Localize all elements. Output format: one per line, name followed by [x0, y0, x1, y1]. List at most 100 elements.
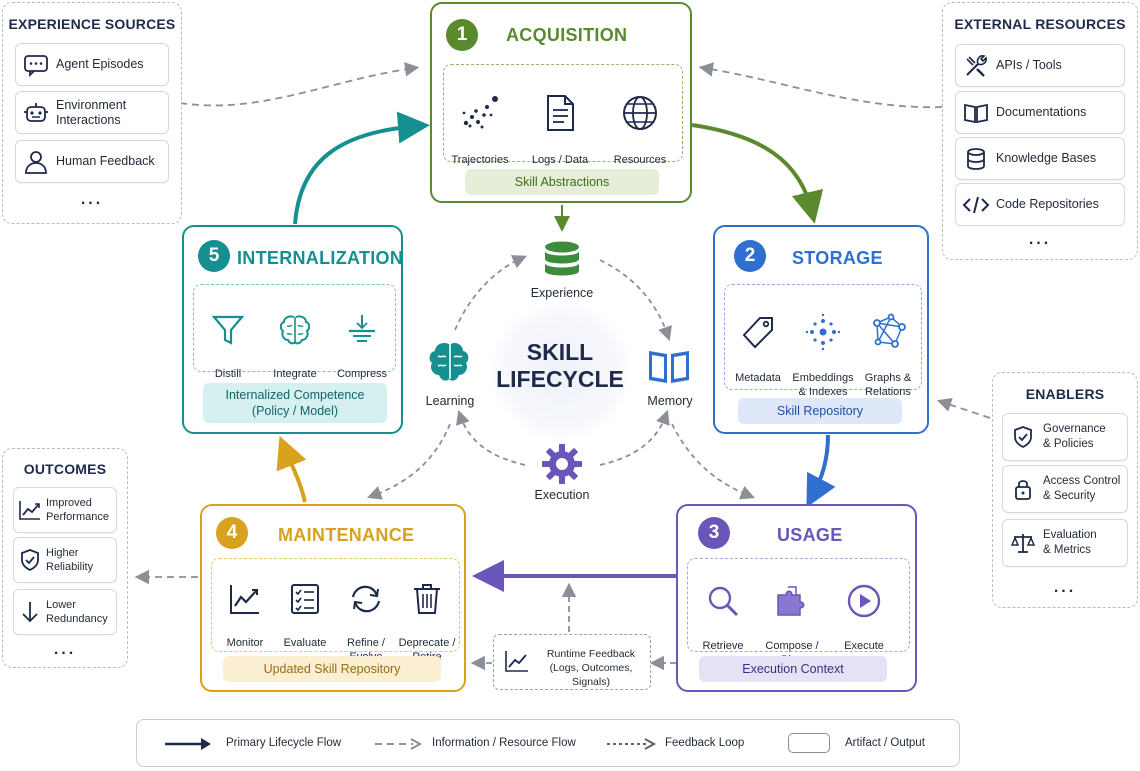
outcomes-panel: OUTCOMES Improved Performance Higher Rel…: [2, 448, 128, 668]
experience-node-icon: [540, 240, 584, 287]
stage-title: ACQUISITION: [506, 25, 628, 45]
center-glow: [490, 300, 632, 442]
runtime-feedback-box: Runtime Feedback (Logs, Outcomes, Signal…: [493, 634, 651, 690]
tool-deprecate-retire: Deprecate / Retire: [394, 568, 460, 664]
refresh-icon: [335, 582, 397, 616]
tool-graphs: Graphs & Relations: [857, 299, 919, 399]
more-dots: ...: [1028, 231, 1052, 248]
shield-check-icon: [14, 548, 46, 572]
stage-title: USAGE: [777, 525, 843, 545]
internalization-to-acquisition-arrow: [293, 111, 430, 225]
resource-item-documentations: Documentations: [955, 91, 1125, 134]
center-title-line1: SKILL: [526, 339, 594, 365]
tool-metadata: Metadata: [727, 299, 789, 385]
enabler-item-label: Governance & Policies: [1043, 423, 1106, 450]
scale-icon: [1003, 531, 1043, 555]
memory-label: Memory: [647, 394, 693, 408]
robot-icon: [16, 101, 56, 125]
stage-title: MAINTENANCE: [278, 525, 415, 545]
experience-sources-panel: EXPERIENCE SOURCES Agent Episodes Enviro…: [2, 2, 182, 224]
source-item-label: Environment Interactions: [56, 97, 127, 127]
tool-label: Retrieve: [702, 640, 744, 652]
more-dots: ...: [80, 191, 104, 208]
outcome-item-label: Higher Reliability: [46, 547, 94, 573]
legend-artifact-swatch: [788, 733, 830, 753]
code-icon: [956, 194, 996, 216]
enabler-item-label: Evaluation & Metrics: [1043, 529, 1097, 556]
line-chart-icon: [214, 582, 276, 616]
external-resources-panel: EXTERNAL RESOURCES APIs / Tools Document…: [942, 2, 1138, 260]
tool-resources: Resources: [608, 79, 672, 167]
globe-icon: [608, 93, 672, 133]
external-resources-title: EXTERNAL RESOURCES: [954, 16, 1126, 32]
maintenance-stage: 4 MAINTENANCE Monitor Evaluate Refine / …: [200, 504, 466, 692]
tool-label: Monitor: [226, 637, 264, 649]
book-icon: [956, 101, 996, 125]
tool-compose-plan: Compose / Plan: [760, 569, 824, 667]
learning-to-experience-arrow: [454, 255, 527, 331]
graph-network-icon: [857, 313, 919, 351]
enabler-item-access-control: Access Control & Security: [1002, 465, 1128, 513]
usage-stage: 3 USAGE Retrieve Compose / Plan Execute …: [676, 504, 917, 692]
execution-node-icon: [540, 442, 584, 491]
legend-information-label: Information / Resource Flow: [432, 737, 576, 749]
stage-number-badge: 2: [734, 240, 766, 272]
database-icon: [956, 147, 996, 171]
embedding-dots-icon: [789, 313, 857, 351]
internalization-stage: 5 INTERNALIZATION Distill Integrate Comp…: [182, 225, 403, 434]
source-item-label: Agent Episodes: [56, 57, 144, 71]
tool-label: Distill: [214, 368, 242, 380]
stage-number-badge: 3: [698, 517, 730, 549]
legend-feedback-label: Feedback Loop: [665, 737, 745, 749]
source-item-agent-episodes: Agent Episodes: [15, 43, 169, 86]
tool-monitor: Monitor: [214, 568, 276, 650]
tool-label: Metadata: [735, 372, 781, 384]
arrow-down-icon: [14, 600, 46, 624]
tool-distill: Distill: [197, 299, 259, 381]
document-icon: [528, 93, 592, 133]
stage-title: INTERNALIZATION: [237, 248, 404, 268]
compress-icon: [330, 313, 394, 347]
tool-embeddings: Embeddings & Indexes: [789, 299, 857, 399]
stage-title: STORAGE: [792, 248, 883, 268]
trend-up-icon: [504, 649, 530, 678]
more-dots: ...: [1053, 579, 1077, 596]
runtime-feedback-label: Runtime Feedback (Logs, Outcomes, Signal…: [546, 648, 636, 688]
trend-up-icon: [14, 499, 46, 521]
legend-artifact-label: Artifact / Output: [845, 737, 925, 749]
chat-bubble-icon: [16, 53, 56, 77]
experience-label: Experience: [530, 286, 594, 300]
tool-trajectories: Trajectories: [448, 79, 512, 167]
tool-label: Evaluate: [283, 637, 327, 649]
learning-to-maintenance-arrow: [366, 423, 451, 500]
tool-label: Execute: [844, 640, 884, 652]
checklist-icon: [274, 582, 336, 616]
outcome-item-label: Improved Performance: [46, 497, 109, 523]
legend-information-arrow: [375, 738, 423, 750]
tool-label: Embeddings & Indexes: [792, 372, 854, 398]
outcome-item-performance: Improved Performance: [13, 487, 117, 533]
tool-label: Logs / Data: [531, 154, 589, 166]
learning-label: Learning: [425, 394, 475, 408]
enabler-item-label: Access Control & Security: [1043, 475, 1121, 502]
external-resources-to-acquisition-arrow: [698, 62, 943, 109]
legend-primary-arrow: [165, 738, 211, 750]
center-title-line2: LIFECYCLE: [496, 366, 624, 392]
magnifier-icon: [692, 583, 754, 619]
tool-evaluate: Evaluate: [274, 568, 336, 650]
resource-item-label: APIs / Tools: [996, 58, 1062, 72]
center-title: SKILL LIFECYCLE: [480, 339, 640, 393]
resource-item-knowledge-bases: Knowledge Bases: [955, 137, 1125, 180]
artifact-skill-abstractions: Skill Abstractions: [465, 169, 659, 195]
learning-node-icon: [426, 340, 474, 391]
tool-integrate: Integrate: [263, 299, 327, 381]
artifact-updated-skill-repository: Updated Skill Repository: [223, 656, 441, 682]
legend-feedback-arrow: [607, 738, 657, 750]
artifact-skill-repository: Skill Repository: [738, 398, 902, 424]
execution-to-learning-arrow: [456, 409, 526, 466]
artifact-internalized-competence: Internalized Competence (Policy / Model): [203, 383, 387, 423]
legend: Primary Lifecycle Flow Information / Res…: [136, 719, 960, 767]
outcome-item-label: Lower Redundancy: [46, 599, 108, 625]
scatter-dots-icon: [448, 93, 512, 133]
experience-to-memory-arrow: [599, 259, 672, 342]
